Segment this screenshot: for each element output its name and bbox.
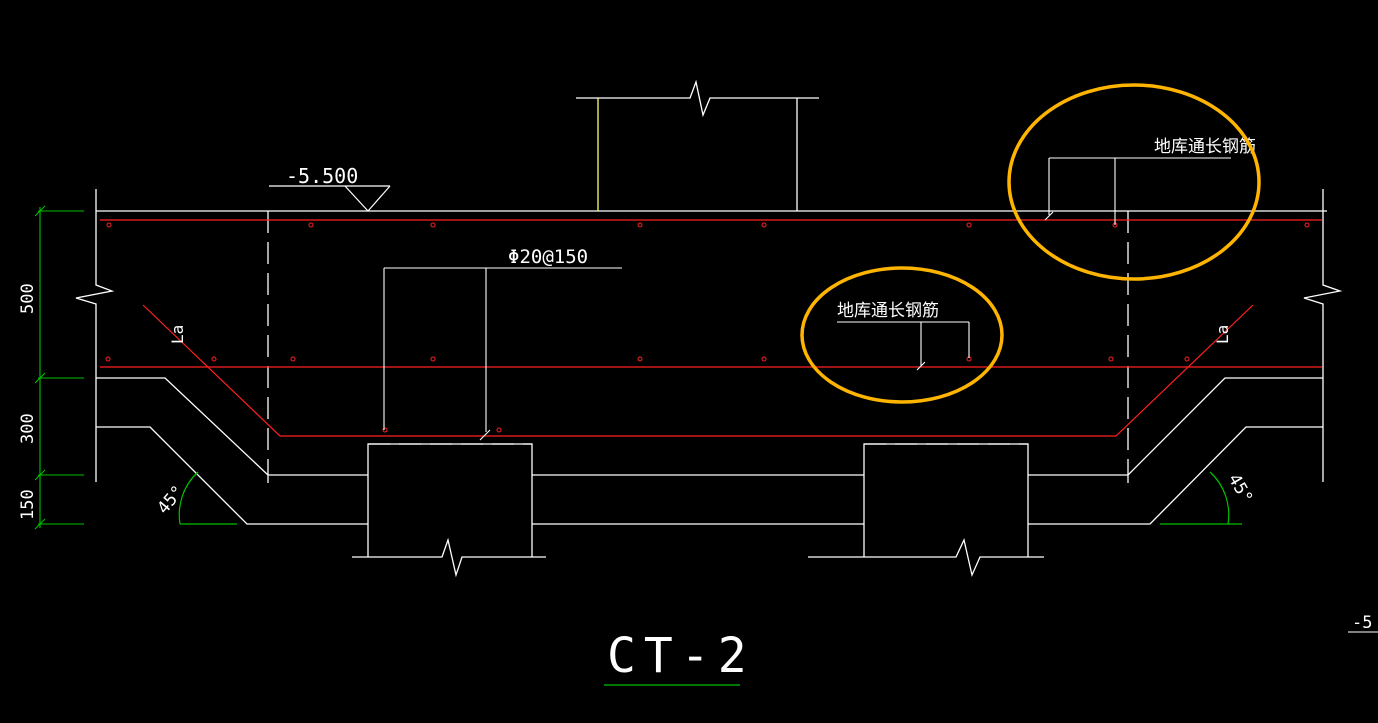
rebar-lines: [100, 219, 1322, 437]
elevation-label: -5.500: [286, 164, 358, 188]
pile-centerlines: [267, 211, 1129, 475]
rebar-label-1: 地库通长钢筋: [1154, 137, 1256, 157]
edge-fragment-label: -5: [1352, 613, 1372, 633]
column-above: [576, 79, 819, 211]
angle-label-right: 45°: [1224, 471, 1257, 508]
dimension-150: 150: [18, 489, 38, 520]
angle-arc-right: [1160, 471, 1242, 525]
dimension-300: 300: [18, 413, 38, 444]
rebar-dots: [105, 222, 1310, 433]
highlight-ellipse-lower: [800, 266, 1004, 404]
anchor-label-right: La: [1213, 325, 1232, 344]
rebar-label-2: 地库通长钢筋: [837, 301, 939, 321]
highlight-ellipse-upper: [1007, 83, 1261, 281]
pile-left: [352, 443, 546, 578]
elevation-marker: [269, 185, 391, 212]
vertical-dimension: [34, 205, 84, 530]
angle-arc-left: [178, 471, 237, 525]
dimension-500: 500: [18, 283, 38, 314]
rebar-spec-label: Φ20@150: [508, 246, 588, 268]
angle-label-left: 45°: [154, 482, 189, 518]
rebar-spec-leader: [383, 267, 622, 441]
pile-right: [808, 443, 1044, 578]
footing-outline: [75, 189, 1343, 525]
anchor-label-left: La: [168, 325, 187, 344]
highlight-annotations: [800, 83, 1261, 404]
drawing-title: CT-2: [607, 628, 755, 684]
rebar-leader-2: [837, 321, 970, 371]
rebar-leader-1: [1044, 157, 1231, 225]
